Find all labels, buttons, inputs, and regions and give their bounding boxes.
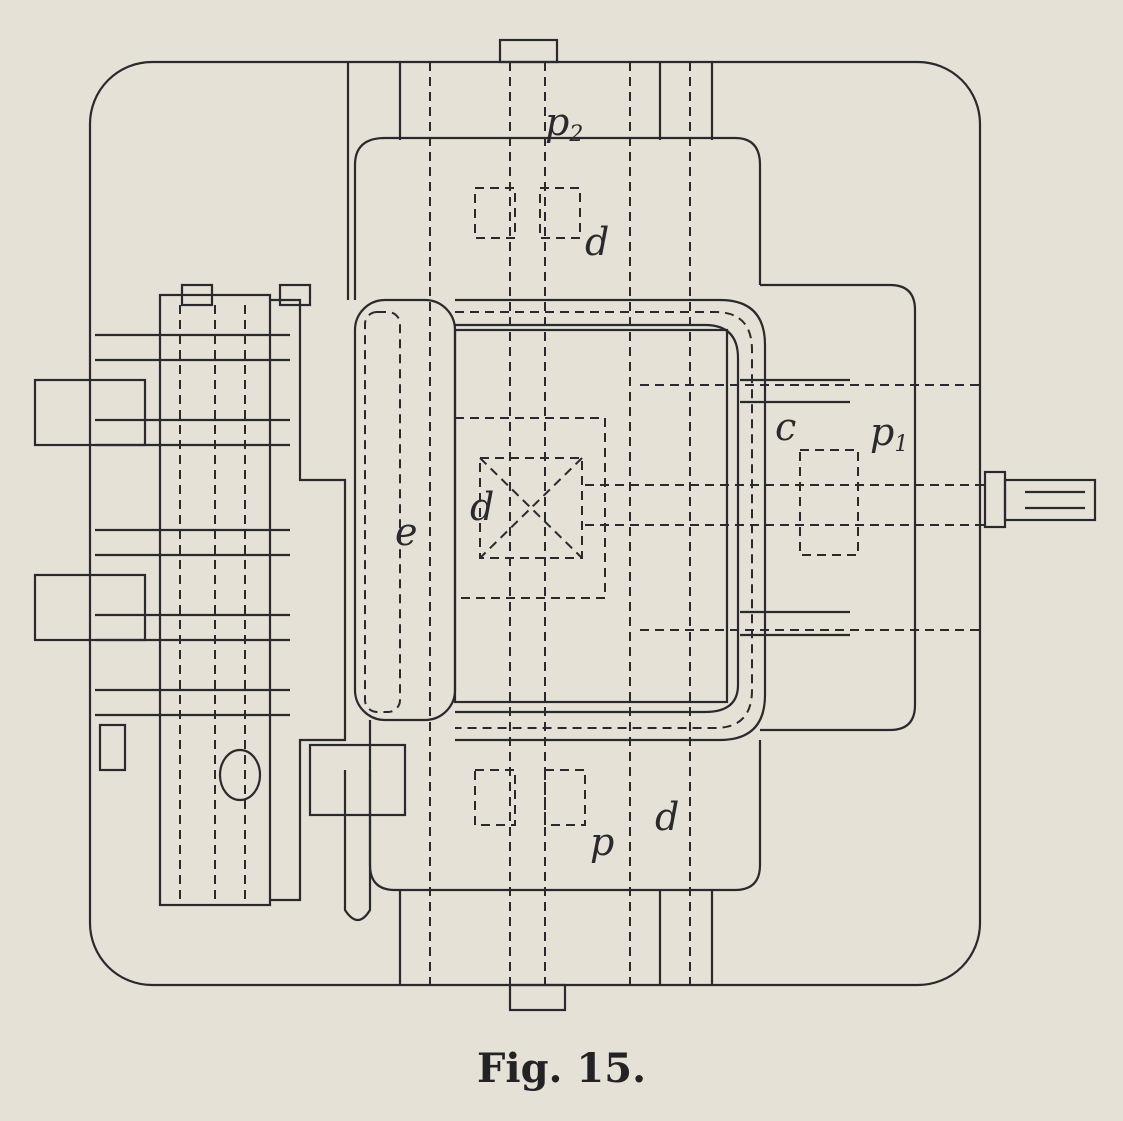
label-d-center: d (470, 485, 494, 529)
right-box (760, 283, 917, 732)
label-c: c (775, 405, 796, 449)
label-d-top: d (585, 220, 609, 264)
vertical-rails (346, 62, 714, 985)
label-p1: p1 (870, 410, 908, 457)
right-shaft (983, 470, 1097, 529)
cylinder-e (353, 298, 457, 722)
lower-box (368, 720, 762, 892)
left-comb-assembly (33, 283, 407, 922)
label-p2: p2 (545, 100, 583, 147)
label-e: e (395, 510, 418, 554)
outer-housing (88, 60, 982, 987)
label-d-bottom: d (655, 795, 679, 839)
channel-c (455, 298, 767, 742)
bottom-tab (508, 983, 567, 1012)
upper-box (353, 136, 762, 300)
figure-caption: Fig. 15. (476, 1045, 646, 1092)
top-tab (498, 38, 559, 64)
label-p-bottom: p (590, 820, 614, 864)
